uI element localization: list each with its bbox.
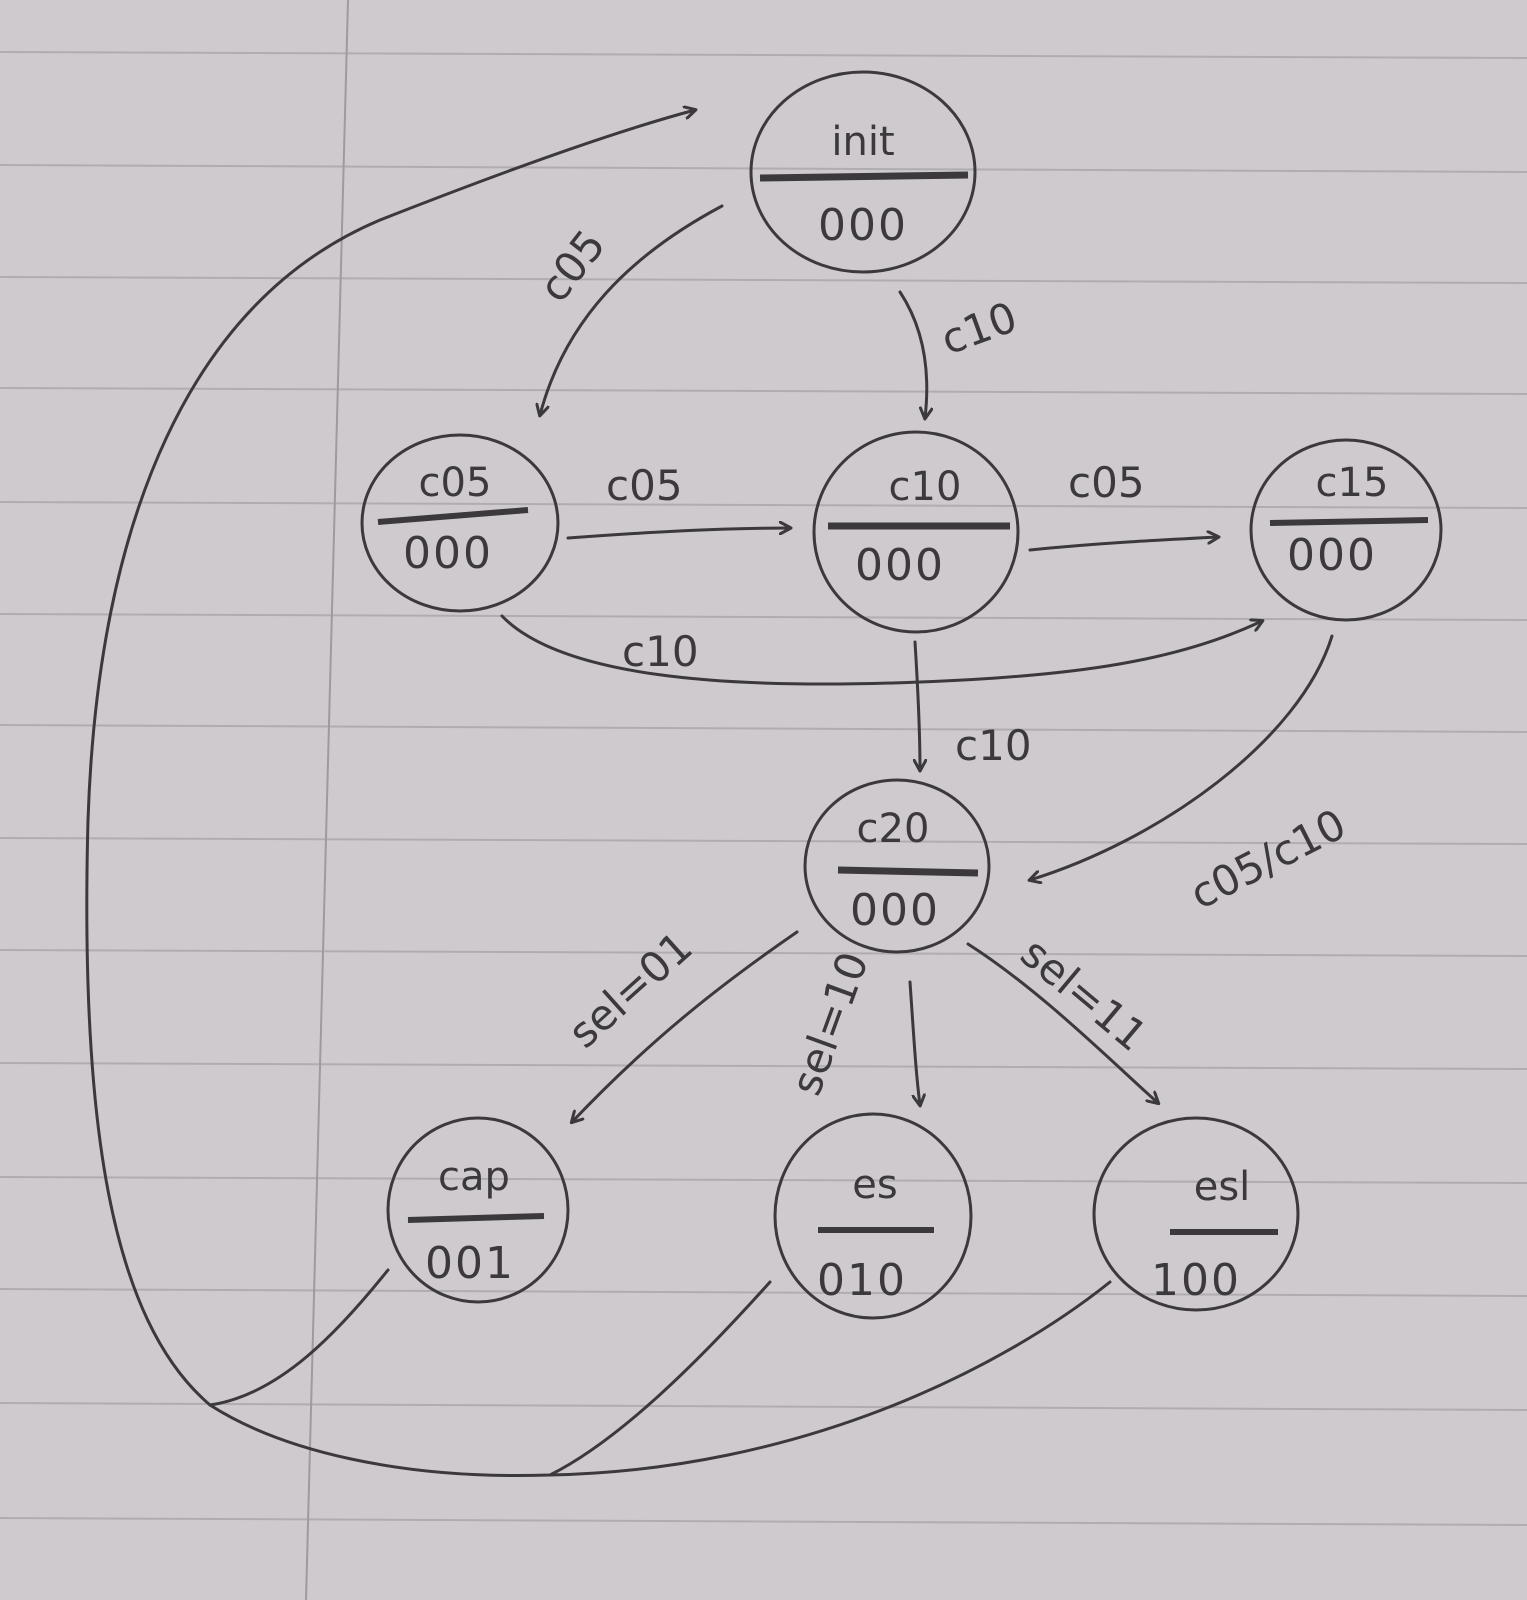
state-output: 010 — [817, 1255, 907, 1306]
edge-c20-esl — [966, 942, 1158, 1103]
state-name: c15 — [1316, 460, 1389, 506]
edge-c15-c20 — [1030, 634, 1334, 880]
state-divider — [837, 866, 979, 877]
label-c10-c20: c10 — [955, 721, 1032, 770]
edge-c20-es — [908, 980, 920, 1105]
edge-cap-return — [208, 1268, 390, 1407]
state-output: 100 — [1151, 1255, 1241, 1306]
edge-return-init — [85, 110, 695, 1407]
label-c10-c15: c05 — [1068, 458, 1145, 507]
state-circle — [749, 70, 977, 274]
state-circle — [812, 430, 1020, 634]
state-cap: cap 001 — [386, 1116, 570, 1304]
transitions — [85, 110, 1334, 1478]
state-circle — [386, 1116, 570, 1304]
edge-c05-c15 — [500, 614, 1262, 686]
state-name: init — [831, 119, 894, 165]
label-c05-c10: c05 — [606, 461, 683, 510]
state-circle — [1092, 1116, 1300, 1312]
edge-esl-return — [548, 1280, 1112, 1477]
state-circle — [773, 1112, 973, 1320]
margin-line — [305, 0, 349, 1600]
edge-c10-c20 — [915, 640, 920, 770]
state-name: c20 — [857, 806, 930, 852]
label-c05-c15: c10 — [622, 627, 699, 676]
state-c05: c05 000 — [360, 433, 560, 613]
state-name: es — [852, 1162, 897, 1208]
state-output: 000 — [818, 200, 908, 251]
state-init: init 000 — [749, 70, 977, 274]
state-name: c05 — [419, 460, 492, 506]
edge-c20-cap — [572, 930, 799, 1122]
edge-init-c10 — [898, 290, 927, 418]
state-divider — [407, 1213, 545, 1223]
edge-c10-c15 — [1028, 537, 1218, 552]
edge-init-c05 — [540, 204, 724, 415]
ruled-lines — [0, 51, 1527, 1526]
state-c10: c10 000 — [812, 430, 1020, 634]
state-divider — [377, 507, 529, 525]
state-es: es 010 — [773, 1112, 973, 1320]
state-c15: c15 000 — [1249, 438, 1443, 622]
state-output: 001 — [425, 1238, 515, 1289]
state-divider — [1269, 517, 1429, 526]
state-name: c10 — [889, 464, 962, 510]
state-c20: c20 000 — [803, 778, 991, 954]
state-output: 000 — [403, 528, 493, 579]
state-divider — [759, 171, 969, 182]
state-name: esl — [1194, 1164, 1251, 1210]
state-esl: esl 100 — [1092, 1116, 1300, 1312]
state-circle — [1249, 438, 1443, 622]
edge-c05-c10 — [566, 528, 790, 540]
state-output: 000 — [850, 885, 940, 936]
state-circle — [803, 778, 991, 954]
state-circle — [360, 433, 560, 613]
state-output: 000 — [1287, 530, 1377, 581]
state-output: 000 — [855, 540, 945, 591]
state-name: cap — [438, 1154, 510, 1200]
